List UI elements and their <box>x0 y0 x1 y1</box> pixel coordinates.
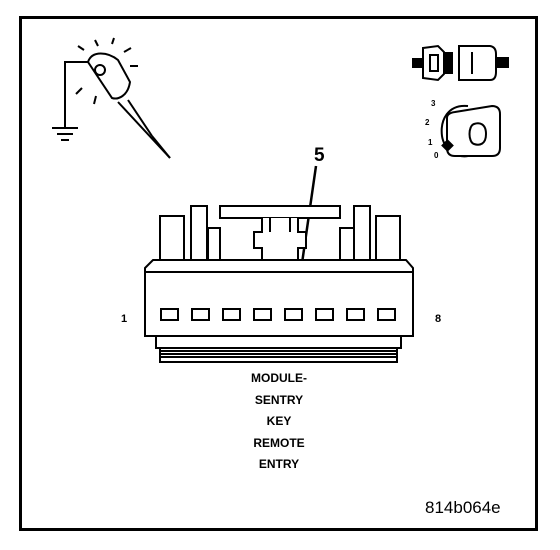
caption-line: SENTRY <box>254 392 304 407</box>
ignition-position-3: 3 <box>431 99 436 108</box>
test-probe-ground-icon <box>52 37 171 159</box>
pin-8-label: 8 <box>435 313 442 325</box>
disconnected-connector-icon <box>412 44 509 82</box>
ignition-position-1: 1 <box>428 138 433 147</box>
pin-cavity-5 <box>284 308 303 321</box>
connector-housing <box>144 205 414 363</box>
pin-cavity-6 <box>315 308 334 321</box>
caption-line: ENTRY <box>258 457 300 471</box>
caption-line: MODULE- <box>251 371 307 385</box>
pin-cavities <box>160 308 396 321</box>
caption-line: KEY <box>266 414 292 428</box>
pin-cavity-7 <box>346 308 365 321</box>
ignition-key-off-icon <box>440 104 501 158</box>
callout-label: 5 <box>314 145 325 166</box>
connector-caption: MODULE- SENTRY KEY REMOTE ENTRY <box>209 368 349 476</box>
pin-cavity-4 <box>253 308 272 321</box>
caption-line: REMOTE <box>253 435 305 450</box>
pin-cavity-2 <box>191 308 210 321</box>
figure-id: 814b064e <box>425 498 501 517</box>
pin-cavity-8 <box>377 308 396 321</box>
ignition-position-0: 0 <box>434 151 439 160</box>
ignition-position-2: 2 <box>425 118 430 127</box>
pin-1-label: 1 <box>121 313 128 325</box>
pin-cavity-3 <box>222 308 241 321</box>
pin-cavity-1 <box>160 308 179 321</box>
